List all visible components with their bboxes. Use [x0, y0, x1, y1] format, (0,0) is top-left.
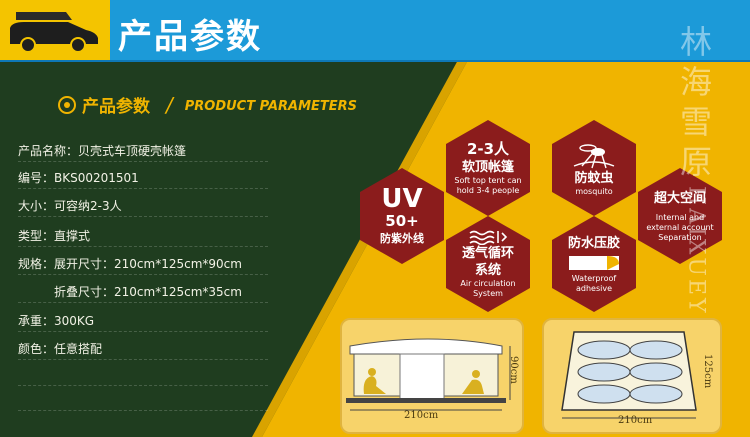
spec-color: 颜色：任意搭配: [18, 342, 103, 356]
space-desc: Internal and external account Separation: [646, 212, 714, 242]
feature-air-hexagon: 透气循环 系统 Air circulation System: [446, 216, 530, 312]
softtop-title: 2-3人: [466, 140, 510, 158]
uv-value: 50+: [385, 211, 419, 230]
uv-title: UV: [381, 183, 423, 214]
section-title-cn: 产品参数: [82, 97, 150, 117]
section-title-en: PRODUCT PARAMETERS: [184, 98, 358, 114]
side-view-diagram: 210cm 90cm: [340, 318, 524, 434]
waterproof-tape-icon: [569, 255, 619, 270]
side-height-label: 90cm: [508, 356, 519, 384]
brand-watermark: 林 海 雪 原 HAIXUEY: [676, 22, 716, 316]
spec-dimensions: 规格：展开尺寸：210cm*125cm*90cm: [18, 257, 242, 271]
waterproof-desc: Waterproof adhesive: [571, 273, 617, 293]
spec-divider: [18, 331, 268, 332]
feature-space-hexagon: 超大空间 Internal and external account Separ…: [638, 168, 722, 264]
feature-softtop-hexagon: 2-3人 软顶帐篷 Soft top tent can hold 3-4 peo…: [446, 120, 530, 216]
top-view-diagram: 210cm 125cm: [542, 318, 722, 434]
feature-mosquito-hexagon: 防蚊虫 mosquito: [552, 120, 636, 216]
waterproof-title: 防水压胶: [567, 235, 620, 251]
mosquito-icon: [573, 143, 615, 168]
tent-top-view: [561, 331, 697, 419]
spec-divider: [18, 216, 268, 217]
air-subtitle: 系统: [474, 263, 501, 278]
page-title: 产品参数: [118, 17, 262, 57]
spec-folded-dimensions: 折叠尺寸：210cm*125cm*35cm: [54, 285, 242, 299]
bullet-icon: [58, 95, 76, 114]
spec-name: 产品名称：贝壳式车顶硬壳帐篷: [18, 144, 187, 158]
watermark-char: 海: [679, 63, 712, 101]
header-bar: 产品参数: [0, 0, 750, 62]
mosquito-title: 防蚊虫: [574, 170, 614, 186]
section-slash: /: [166, 92, 173, 117]
feature-waterproof-hexagon: 防水压胶 Waterproof adhesive: [552, 216, 636, 312]
watermark-char: 林: [679, 23, 712, 61]
car-tent-icon: [10, 12, 98, 53]
watermark-char: 原: [679, 143, 712, 181]
air-title: 透气循环: [461, 246, 514, 261]
watermark-char: 雪: [679, 103, 712, 141]
spec-code: 编号：BKS00201501: [18, 171, 139, 185]
side-width-label: 210cm: [404, 410, 439, 421]
spec-divider: [18, 385, 268, 386]
spec-type: 类型：直撑式: [18, 229, 91, 243]
spec-divider: [18, 302, 268, 303]
space-title: 超大空间: [653, 190, 706, 206]
car-logo-panel: [0, 0, 110, 60]
spec-divider: [18, 359, 268, 360]
spec-divider: [18, 188, 268, 189]
spec-load: 承重：300KG: [18, 314, 95, 328]
spec-divider: [18, 246, 268, 247]
spec-divider: [18, 161, 268, 162]
airflow-icon: [469, 230, 508, 245]
watermark-en: HAIXUEY: [683, 186, 709, 316]
spec-divider: [18, 274, 268, 275]
mosquito-desc: mosquito: [575, 186, 613, 196]
spec-divider: [18, 410, 268, 411]
spec-size: 大小：可容纳2-3人: [18, 199, 122, 213]
feature-uv-hexagon: UV 50+ 防紫外线: [360, 168, 444, 264]
tent-side-view: [346, 338, 511, 411]
uv-caption: 防紫外线: [380, 231, 424, 245]
softtop-subtitle: 软顶帐篷: [461, 160, 514, 175]
softtop-desc: Soft top tent can hold 3-4 people: [454, 176, 522, 195]
top-depth-label: 125cm: [702, 354, 713, 389]
top-width-label: 210cm: [618, 415, 653, 426]
section-heading: 产品参数 / PRODUCT PARAMETERS: [58, 92, 357, 117]
air-desc: Air circulation System: [460, 279, 516, 298]
